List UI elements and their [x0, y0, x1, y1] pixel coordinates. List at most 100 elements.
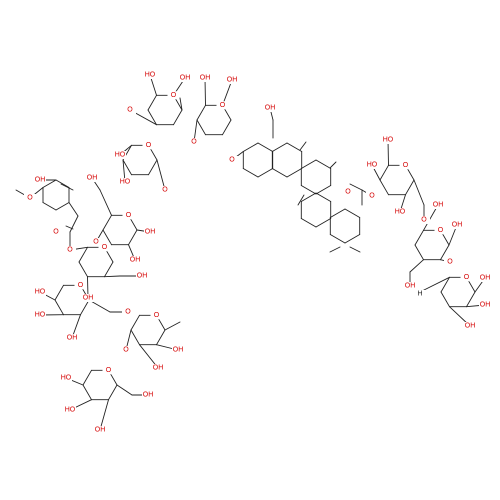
methyl-bond: [349, 246, 361, 253]
ring-oxygen-label: O: [146, 142, 152, 149]
substituent-bond: [204, 77, 206, 106]
alkene-bond: [69, 215, 79, 233]
ring-oxygen-label: O: [154, 312, 160, 319]
sugar-ring-bond: [196, 119, 206, 136]
label-background: [404, 282, 416, 290]
label-background: [479, 301, 491, 309]
label-background: [142, 141, 155, 150]
methyl-bond: [179, 97, 183, 111]
phenol-hydroxyl-label: OH: [35, 177, 46, 184]
sugar-ring-bond: [104, 261, 114, 278]
linker-oxygen-label: O: [125, 309, 131, 316]
hydroxyl-label: HO: [61, 375, 72, 382]
aglycone-ring-bond: [300, 218, 317, 228]
label-background: [90, 238, 102, 246]
label-background: [64, 406, 76, 414]
label-background: [86, 174, 98, 182]
ch2-bond: [104, 275, 121, 278]
sugar-ring-bond: [130, 329, 140, 346]
linker-oxygen-label: O: [421, 217, 427, 224]
label-background: [144, 228, 156, 236]
hydroxymethyl-oh-label: OH: [265, 105, 276, 112]
sugar-ring-bond: [80, 299, 90, 316]
linker-oxygen-label: O: [447, 259, 453, 266]
sugar-ring-bond: [54, 284, 64, 301]
aglycone-ring-bond: [242, 168, 259, 178]
label-background: [167, 91, 180, 100]
ester-bond: [349, 183, 363, 191]
glycosidic-oxygen-label: O: [229, 157, 235, 164]
sugar-ring-bond: [196, 104, 206, 121]
sugar-ring-bond: [440, 276, 450, 293]
sugar-ring-bond: [379, 164, 389, 181]
label-background: [399, 161, 412, 170]
hydroxyl-label: HO: [120, 179, 131, 186]
hydroxyl-label: OH: [143, 392, 154, 399]
label-background: [394, 208, 406, 216]
hydroxyl-label: OH: [83, 295, 94, 302]
ring-oxygen-label: O: [171, 92, 177, 99]
sugar-ring-bond: [130, 314, 140, 331]
hydroxyl-label: OH: [480, 275, 491, 282]
aglycone-ring-bond: [286, 168, 303, 178]
substituent-bond: [99, 399, 109, 431]
label-background: [179, 74, 191, 82]
ring-oxygen-label: O: [220, 102, 226, 109]
sugar-ring-bond: [78, 246, 88, 263]
label-background: [444, 258, 456, 266]
hydroxyl-label: OH: [145, 229, 156, 236]
hydroxyl-label: HO: [35, 312, 46, 319]
aglycone-ring-bond: [300, 192, 317, 202]
hydroxyl-label: OH: [153, 365, 164, 372]
sugar-ring-bond: [405, 179, 415, 196]
aglycone-ring-bond: [315, 192, 332, 202]
ring-oxygen-label: O: [126, 212, 132, 219]
methyl-bond: [419, 276, 450, 293]
sugar-ring-bond: [440, 244, 450, 261]
linker-oxygen-label: O: [127, 107, 133, 114]
label-background: [50, 228, 62, 236]
carbonyl-oxygen-label: O: [53, 229, 59, 236]
hydroxyl-label: HO: [395, 209, 406, 216]
sugar-ring-bond: [156, 329, 166, 346]
bond-layer: [15, 74, 486, 431]
substituent-bond: [423, 204, 439, 231]
aromatic-ring-bond: [42, 202, 57, 211]
methyl-bond: [164, 321, 181, 331]
methyl-bond: [299, 141, 307, 151]
linker-oxygen-label: O: [162, 187, 168, 194]
hydroxyl-label: HO: [115, 152, 126, 159]
sugar-ring-bond: [128, 229, 138, 246]
ring-oxygen-label: O: [403, 162, 409, 169]
label-background: [119, 178, 131, 186]
hydroxyl-label: OH: [200, 75, 211, 82]
label-background: [102, 366, 115, 375]
sugar-ring-bond: [222, 119, 232, 136]
sugar-ring-bond: [173, 109, 183, 126]
label-background: [432, 201, 444, 209]
sugar-ring-bond: [414, 229, 424, 246]
label-background: [60, 374, 72, 382]
ring-oxygen-label: O: [102, 244, 108, 251]
label-background: [460, 273, 473, 282]
aromatic-ring-bond: [42, 179, 57, 188]
double-bond-line: [297, 194, 305, 206]
hydroxyl-label: OH: [87, 175, 98, 182]
aromatic-ring-bond: [55, 179, 70, 188]
label-background: [159, 186, 171, 194]
linker-oxygen-label: O: [123, 347, 129, 354]
label-background: [129, 256, 141, 264]
ch2-bond: [413, 179, 425, 206]
label-background: [172, 346, 184, 354]
aglycone-ring-bond: [329, 208, 346, 218]
methyl-h-label: H: [417, 291, 422, 298]
label-background: [144, 71, 156, 79]
label-background: [150, 311, 163, 320]
hydroxyl-label: OH: [465, 323, 476, 330]
label-background: [366, 192, 378, 200]
linker-oxygen-label: O: [191, 139, 197, 146]
aglycone-ring-bond: [315, 218, 332, 228]
label-background: [122, 308, 134, 316]
